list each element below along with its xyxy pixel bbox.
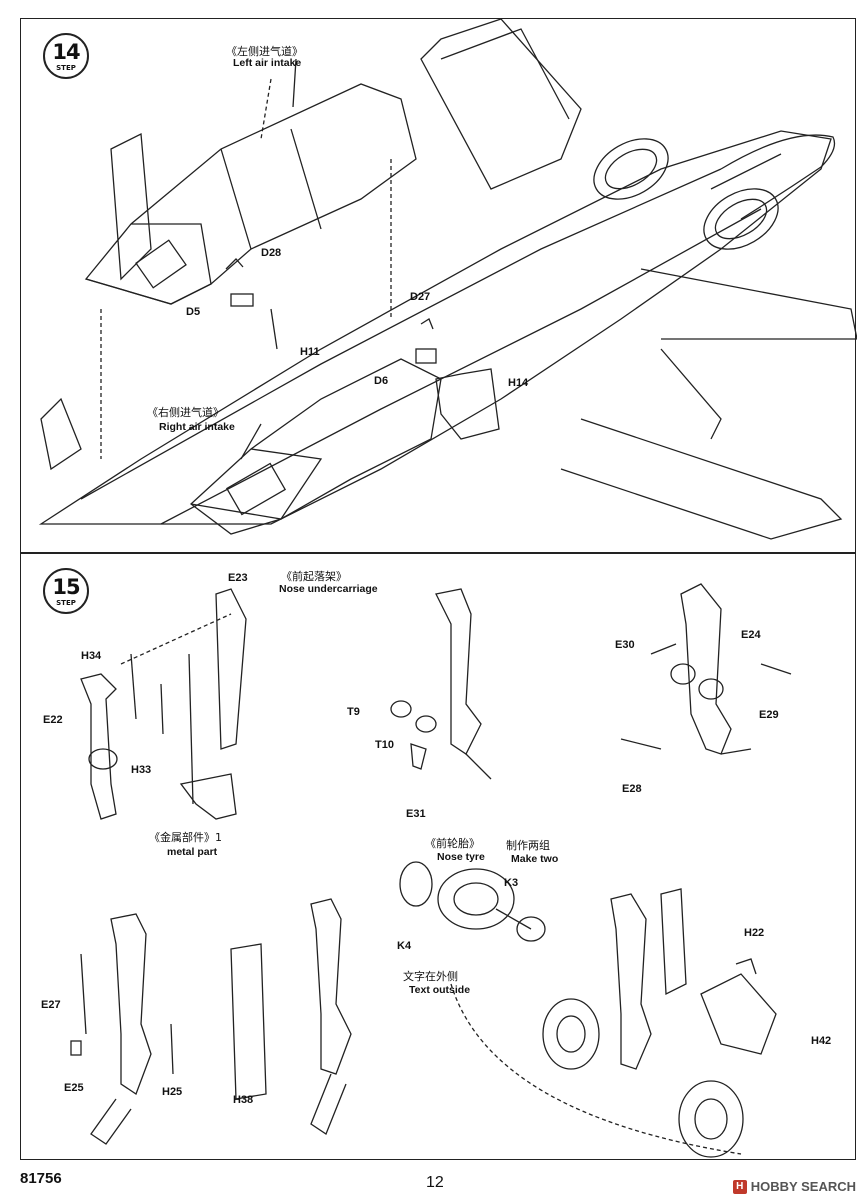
nose-tyre-label-en: Nose tyre	[437, 851, 485, 863]
step-number: 15	[52, 575, 80, 599]
make-two-label-en: Make two	[511, 853, 559, 865]
part-label-e31: E31	[406, 808, 426, 820]
make-two-label-cn: 制作两组	[506, 839, 550, 852]
step-15-panel: 15 STEP 《前起落架》 Nose undercarriage 《金属部件》…	[20, 553, 856, 1160]
metal-part-label-cn: 《金属部件》1	[149, 831, 222, 844]
step-label: STEP	[56, 599, 76, 607]
nose-gear-label-en: Nose undercarriage	[279, 583, 378, 595]
text-outside-label-cn: 文字在外侧	[403, 970, 458, 983]
part-label-h34: H34	[81, 650, 102, 662]
part-label-d28: D28	[261, 247, 282, 259]
part-label-k3: K3	[504, 877, 519, 889]
brand-icon: H	[732, 1179, 747, 1194]
part-label-e30: E30	[615, 639, 635, 651]
part-label-h33: H33	[131, 764, 152, 776]
part-label-e29: E29	[759, 709, 779, 721]
part-label-d5: D5	[186, 306, 201, 318]
step-label: STEP	[56, 64, 76, 72]
nose-tyre-label-cn: 《前轮胎》	[425, 837, 480, 850]
part-label-e24: E24	[741, 629, 761, 641]
part-label-h11: H11	[300, 346, 320, 358]
part-label-e25: E25	[64, 1082, 84, 1094]
part-label-t9: T9	[347, 706, 360, 718]
step-15-badge: 15 STEP	[43, 568, 89, 614]
nose-undercarriage-drawing	[70, 583, 792, 1158]
part-label-h14: H14	[508, 377, 529, 389]
watermark: H HOBBY SEARCH	[732, 1179, 856, 1194]
part-label-k4: K4	[397, 940, 412, 952]
step-14-panel: 14 STEP 《左侧进气道》 Left air intake 《右侧进气道》 …	[20, 18, 857, 553]
text-outside-label-en: Text outside	[409, 984, 471, 996]
right-intake-label-en: Right air intake	[159, 421, 235, 433]
page-number: 12	[426, 1174, 444, 1191]
aircraft-intake-drawing	[38, 19, 857, 540]
step-number: 14	[52, 40, 80, 64]
part-label-h38: H38	[233, 1094, 254, 1106]
left-intake-label-cn: 《左侧进气道》	[226, 45, 303, 58]
part-label-e27: E27	[41, 999, 61, 1011]
watermark-text: HOBBY SEARCH	[750, 1179, 856, 1194]
nose-gear-label-cn: 《前起落架》	[281, 570, 347, 583]
part-label-e28: E28	[622, 783, 642, 795]
metal-part-label-en: metal part	[167, 846, 218, 858]
part-label-h25: H25	[162, 1086, 183, 1098]
right-intake-label-cn: 《右侧进气道》	[147, 406, 224, 419]
part-label-t10: T10	[375, 739, 394, 751]
left-intake-label-en: Left air intake	[233, 57, 302, 69]
part-label-d27: D27	[410, 291, 431, 303]
part-label-d6: D6	[374, 375, 389, 387]
kit-code: 81756	[20, 1170, 62, 1187]
part-label-h42: H42	[811, 1035, 832, 1047]
part-label-e22: E22	[43, 714, 63, 726]
part-label-h22: H22	[744, 927, 765, 939]
step-14-badge: 14 STEP	[43, 33, 89, 79]
part-label-e23: E23	[228, 572, 248, 584]
